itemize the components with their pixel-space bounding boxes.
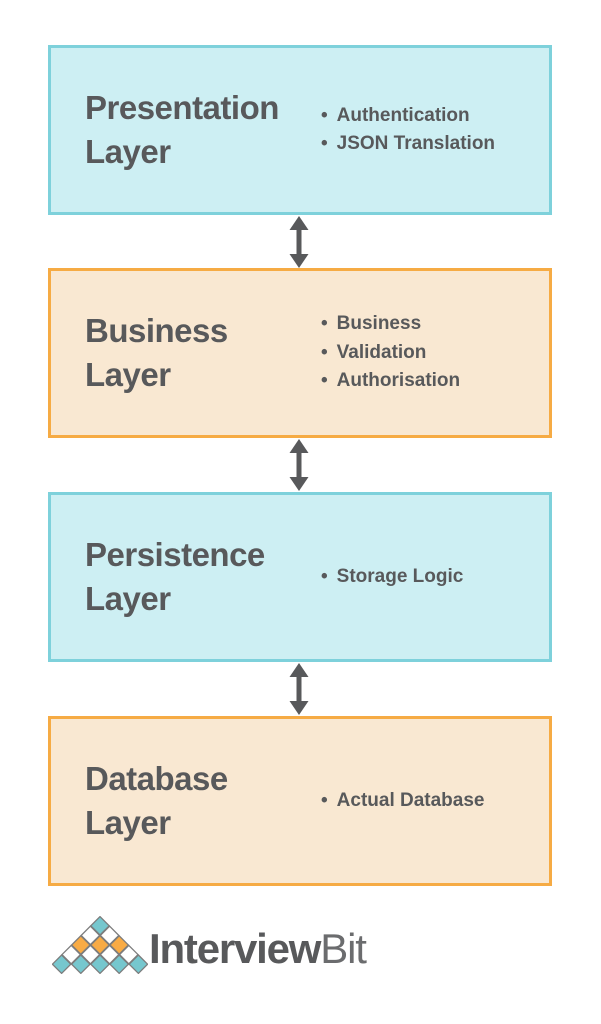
interviewbit-logo-text: InterviewBit bbox=[149, 925, 367, 973]
bullet-item: Validation bbox=[321, 339, 460, 368]
bidirectional-arrow bbox=[289, 663, 309, 715]
bidirectional-arrow bbox=[289, 439, 309, 491]
layer-title: Business Layer bbox=[85, 312, 228, 393]
layer-box-business: Business Layer BusinessValidationAuthori… bbox=[48, 268, 552, 438]
bidirectional-arrow bbox=[289, 216, 309, 268]
bullet-item: Authorisation bbox=[321, 367, 461, 396]
interviewbit-logo-icon bbox=[52, 916, 148, 974]
bullet-item: Actual Database bbox=[321, 787, 485, 816]
bullet-label: Actual Database bbox=[336, 789, 485, 811]
bullet-label: Business bbox=[336, 313, 422, 335]
bullet-label: Validation bbox=[336, 341, 427, 363]
bullet-label: JSON Translation bbox=[336, 133, 496, 154]
layer-bullets: Storage Logic bbox=[321, 563, 464, 592]
bullet-item: JSON Translation bbox=[321, 130, 495, 159]
bullet-item: Business bbox=[321, 310, 460, 339]
bullet-item: Storage Logic bbox=[321, 563, 464, 592]
layer-bullets: BusinessValidationAuthorisation bbox=[321, 310, 461, 396]
layer-box-persistence: Persistence Layer Storage Logic bbox=[48, 492, 552, 662]
layer-box-presentation: Presentation Layer AuthenticationJSON Tr… bbox=[48, 45, 552, 215]
layer-bullets: Actual Database bbox=[321, 787, 485, 816]
layer-title: Database Layer bbox=[85, 760, 228, 841]
brand-name-bold: Interview bbox=[149, 925, 321, 972]
brand-name-light: Bit bbox=[320, 925, 367, 972]
layer-box-database: Database Layer Actual Database bbox=[48, 716, 552, 886]
bullet-label: Authentication bbox=[336, 104, 470, 126]
bullet-item: Authentication bbox=[321, 102, 495, 131]
layer-title: Presentation Layer bbox=[85, 89, 279, 170]
bullet-label: Authorisation bbox=[336, 370, 461, 392]
bullet-label: Storage Logic bbox=[336, 565, 464, 587]
layer-bullets: AuthenticationJSON Translation bbox=[321, 102, 495, 159]
layer-title: Persistence Layer bbox=[85, 536, 265, 617]
